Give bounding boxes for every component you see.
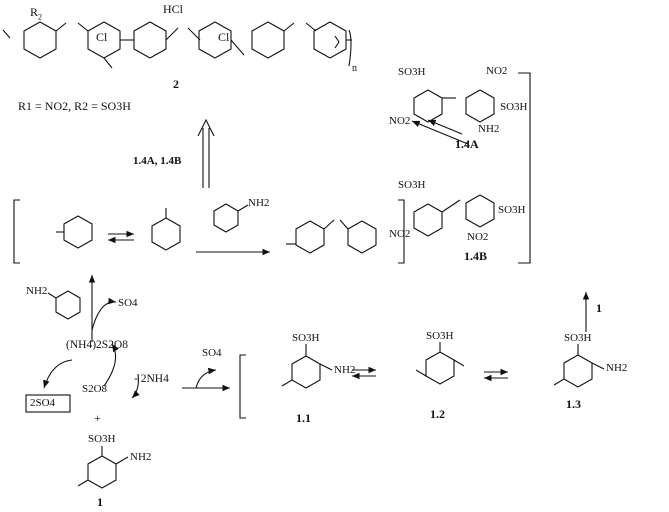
aniline-nh2-label: NH2	[248, 197, 270, 209]
polymer-cl-label-2: Cl	[218, 30, 230, 44]
arrow-dimers-to-polymer	[411, 119, 469, 145]
dimer-1-4B-no2-left: NO2	[389, 228, 411, 240]
arrow-label-to-polymer: 1.4A, 1.4B	[133, 155, 182, 167]
substituent-legend: R1 = NO2, R2 = SO3H	[18, 99, 131, 113]
arrow-up-to-polymer	[197, 118, 215, 188]
radical-cation-bracket	[239, 342, 605, 419]
plus-sign: +	[94, 411, 101, 425]
rc-1-3-nh2: NH2	[606, 362, 628, 374]
dimer-1-4A-no2-top: NO2	[486, 65, 508, 77]
rc-1-2-so3h: SO3H	[426, 330, 454, 342]
polymer-repeat-index: n	[352, 63, 357, 74]
dimer-1-4A-structure	[413, 89, 495, 123]
polymer-hcl-label: HCl	[163, 2, 184, 16]
initiation-aniline-nh2: NH2	[26, 285, 48, 297]
arrow-label-radical-to-dimers: 1	[596, 301, 602, 315]
initiation-cycle	[25, 275, 230, 413]
ammonium-loss-label: - 2NH4	[134, 373, 169, 385]
compound-1-2-id: 1.2	[430, 407, 445, 421]
rc-1-1-so3h: SO3H	[292, 332, 320, 344]
dimer-1-4A-nh2: NH2	[478, 123, 500, 135]
polymer-2-structure	[2, 21, 352, 69]
monomer-1-structure	[77, 446, 129, 489]
compound-1-4A-id: 1.4A	[455, 137, 479, 151]
dimer-1-4B-structure	[413, 194, 495, 237]
compound-2-id: 2	[173, 77, 179, 91]
aniline-dimerization-bracket	[13, 199, 405, 264]
rc-1-1-nh2: NH2	[334, 364, 356, 376]
dimer-1-4B-so3h-left: SO3H	[398, 179, 426, 191]
oxidant-label: (NH4)2S2O8	[66, 339, 128, 351]
sulfate-anion-label: SO4	[118, 297, 138, 309]
monomer-1-nh2: NH2	[130, 451, 152, 463]
polymer-r2-label: R2	[30, 5, 43, 22]
polymer-cl-label: Cl	[96, 30, 108, 44]
compound-1-3-id: 1.3	[566, 397, 581, 411]
compound-1-1-id: 1.1	[296, 411, 311, 425]
sulfate-anion-label-2: SO4	[202, 347, 222, 359]
compound-1-4B-id: 1.4B	[464, 249, 488, 263]
dimer-1-4B-so3h-right: SO3H	[498, 204, 526, 216]
boxed-sulfate-label: 2SO4	[30, 397, 56, 409]
rc-1-3-so3h: SO3H	[564, 332, 592, 344]
persulfate-radical-label: S2O8	[82, 383, 108, 395]
dimer-1-4B-no2-bottom: NO2	[467, 231, 489, 243]
dimer-bracket	[518, 72, 531, 264]
dimer-1-4A-so3h-left: SO3H	[398, 66, 426, 78]
monomer-1-so3h: SO3H	[88, 433, 116, 445]
compound-1-id: 1	[97, 495, 103, 509]
dimer-1-4A-so3h-right: SO3H	[500, 101, 528, 113]
dimer-1-4A-no2-left: NO2	[389, 115, 411, 127]
